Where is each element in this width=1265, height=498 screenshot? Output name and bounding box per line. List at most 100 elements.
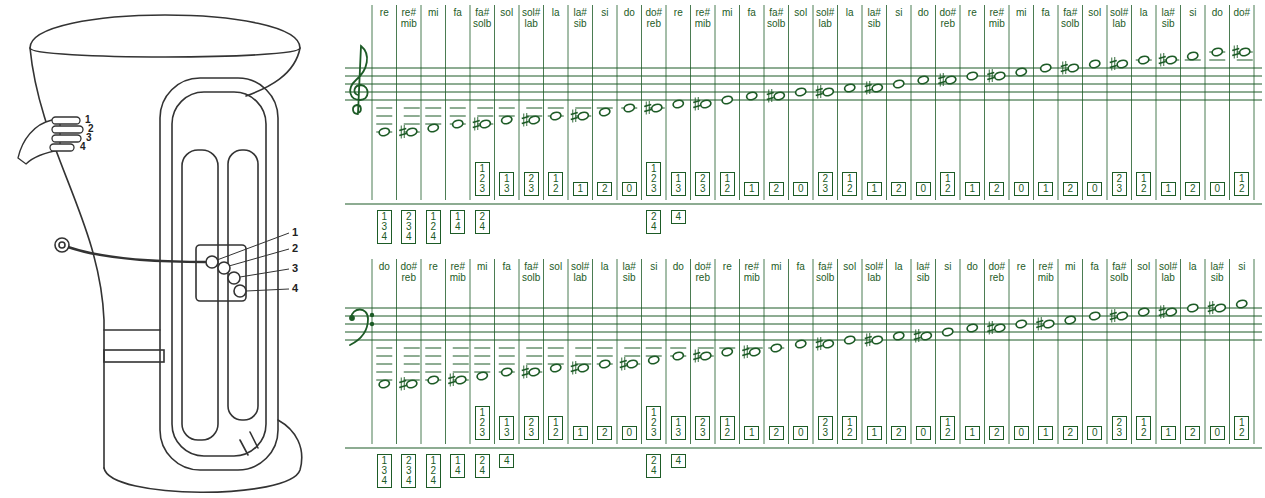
note-name: re# mib [446, 261, 470, 283]
fingering-box: 1 2 [1136, 416, 1151, 440]
valve-combination: 0 [1213, 184, 1222, 194]
fingering-box: 1 3 4 [377, 210, 392, 244]
column-rule [984, 259, 985, 444]
column-rule [1131, 5, 1132, 200]
sharp-sign [816, 94, 823, 96]
whole-note [672, 351, 684, 361]
sharp-sign [744, 346, 745, 359]
sharp-sign [450, 374, 451, 387]
sharp-sign [987, 330, 994, 332]
ledger-line [425, 116, 441, 117]
sharp-sign [1208, 310, 1215, 312]
ledger-line [477, 116, 493, 117]
sharp-sign [1160, 306, 1161, 319]
valve-combination: 0 [1017, 184, 1026, 194]
sharp-sign [865, 90, 872, 92]
whole-note [795, 339, 807, 349]
valve-combination: 2 3 [698, 174, 707, 194]
fingering-box: 2 3 [695, 172, 710, 196]
note-name: sol# lab [814, 7, 838, 29]
valve-combination: 1 4 [453, 212, 462, 232]
column-rule [764, 259, 765, 444]
valve-combination: 2 [1066, 184, 1075, 194]
column-rule [617, 5, 618, 200]
whole-note [966, 323, 978, 333]
ledger-line [450, 116, 466, 117]
column-rule [372, 259, 373, 444]
sharp-sign [473, 121, 480, 123]
sharp-sign [1114, 309, 1115, 322]
note-name: fa [1034, 7, 1058, 18]
whole-note [871, 83, 883, 93]
ledger-line [453, 364, 469, 365]
whole-note [427, 123, 439, 133]
ledger-line [624, 356, 640, 357]
whole-note [966, 71, 978, 81]
valve-combination: 1 [870, 184, 879, 194]
sharp-sign [914, 338, 921, 340]
staff-line [345, 76, 1262, 77]
valve-combination: 1 2 [943, 174, 952, 194]
column-rule [788, 259, 789, 444]
valve-combination: 2 3 [1115, 418, 1124, 438]
bell-rim [30, 15, 300, 57]
sharp-sign [1159, 57, 1166, 59]
note-name: la [1132, 7, 1156, 18]
fingering-box: 1 2 [720, 172, 735, 196]
sharp-sign [992, 321, 993, 334]
valve-combination: 2 [1066, 428, 1075, 438]
note-name: mi [765, 261, 789, 272]
fingering-box: 2 [989, 426, 1004, 440]
fingering-box: 0 [622, 182, 637, 196]
note-name: re# mib [985, 7, 1009, 29]
ledger-line [624, 348, 640, 349]
fingering-box: 1 [1161, 182, 1176, 196]
ledger-line [404, 124, 420, 125]
column-rule [837, 259, 838, 444]
ledger-line [670, 348, 686, 349]
valve-combination: 2 4 [478, 212, 487, 232]
valve-combination: 1 2 4 [429, 456, 438, 486]
note-name: fa# solb [765, 7, 789, 29]
whole-note [528, 367, 540, 377]
ledger-line [474, 364, 490, 365]
sharp-sign [989, 322, 990, 335]
whole-note [721, 347, 733, 357]
sharp-sign [522, 369, 529, 371]
sharp-sign [987, 325, 994, 327]
column-rule [715, 5, 716, 200]
fingering-box: 1 [1038, 426, 1053, 440]
valve [234, 285, 246, 297]
sharp-sign [816, 89, 823, 91]
finger [52, 135, 81, 142]
ledger-line [575, 108, 591, 109]
whole-note [599, 359, 611, 369]
ledger-line [597, 348, 613, 349]
valve-combination: 1 [870, 428, 879, 438]
whole-note [770, 343, 782, 353]
valve-combination: 2 [1188, 184, 1197, 194]
sharp-sign [742, 354, 749, 356]
sharp-sign [938, 82, 945, 84]
valve-combination: 1 3 [674, 418, 683, 438]
sharp-sign [938, 77, 945, 79]
fingering-box: 1 3 [499, 172, 514, 196]
note-name: do [373, 261, 397, 272]
valve-combination: 1 2 3 [649, 164, 658, 194]
fingering-box: 1 [965, 182, 980, 196]
column-rule [568, 5, 569, 200]
whole-note [1015, 319, 1027, 329]
whole-note [501, 367, 513, 377]
sharp-sign [1111, 310, 1112, 323]
note-name: sol# lab [520, 7, 544, 29]
whole-note [476, 371, 488, 381]
column-rule [739, 5, 740, 200]
sharp-sign [1159, 309, 1166, 311]
valve-combination: 2 4 [649, 212, 658, 232]
fingering-box: 1 [965, 426, 980, 440]
column-rule [935, 5, 936, 200]
column-rule [1229, 5, 1230, 200]
whole-note [1116, 59, 1128, 69]
column-rule [886, 259, 887, 444]
